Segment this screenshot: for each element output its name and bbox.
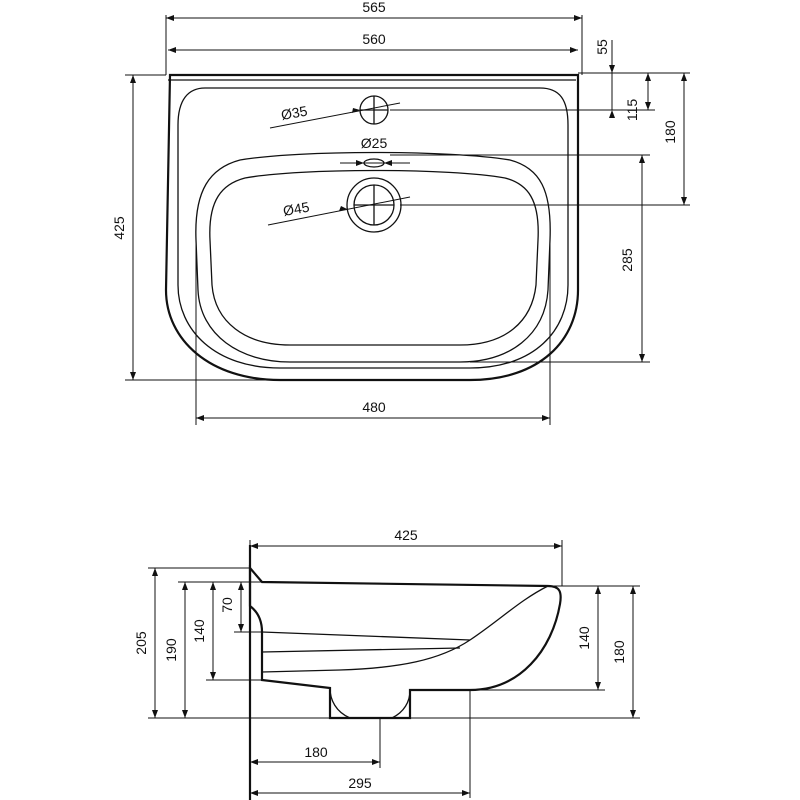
- label-overflow: Ø25: [361, 135, 388, 151]
- side-dim-front-outer: 180: [611, 640, 627, 664]
- dim-overall-width: 565: [362, 0, 386, 15]
- side-dim-rim-height: 70: [219, 597, 235, 613]
- side-dim-front-inner: 140: [576, 626, 592, 650]
- side-dim-bowl-height: 140: [191, 619, 207, 643]
- side-dim-depth: 425: [394, 527, 418, 543]
- label-tap-hole: Ø35: [280, 103, 309, 123]
- label-drain: Ø45: [282, 199, 311, 219]
- side-dim-bowl-length: 295: [348, 775, 372, 791]
- side-view: 425 205 190 140 70 140 180: [133, 527, 640, 800]
- dim-depth: 425: [111, 216, 127, 240]
- basin-outline: [164, 73, 580, 382]
- dim-width: 560: [362, 31, 386, 47]
- dim-tap-hole-offset: 115: [624, 99, 640, 122]
- bowl-inner: [209, 169, 539, 346]
- dim-bowl-depth: 285: [619, 248, 635, 272]
- side-dim-height: 190: [163, 638, 179, 662]
- side-dim-drain-offset: 180: [304, 744, 328, 760]
- side-dim-total-height: 205: [133, 631, 149, 655]
- side-basin-outline: [248, 565, 562, 720]
- bowl-outline: [195, 151, 551, 363]
- dim-bowl-width: 480: [362, 399, 386, 415]
- inner-rim: [177, 87, 569, 369]
- dim-overflow-offset: 180: [662, 120, 678, 144]
- dim-rear-edge: 55: [594, 39, 610, 55]
- top-view: 565 560 55 115 180 285 425: [111, 0, 690, 425]
